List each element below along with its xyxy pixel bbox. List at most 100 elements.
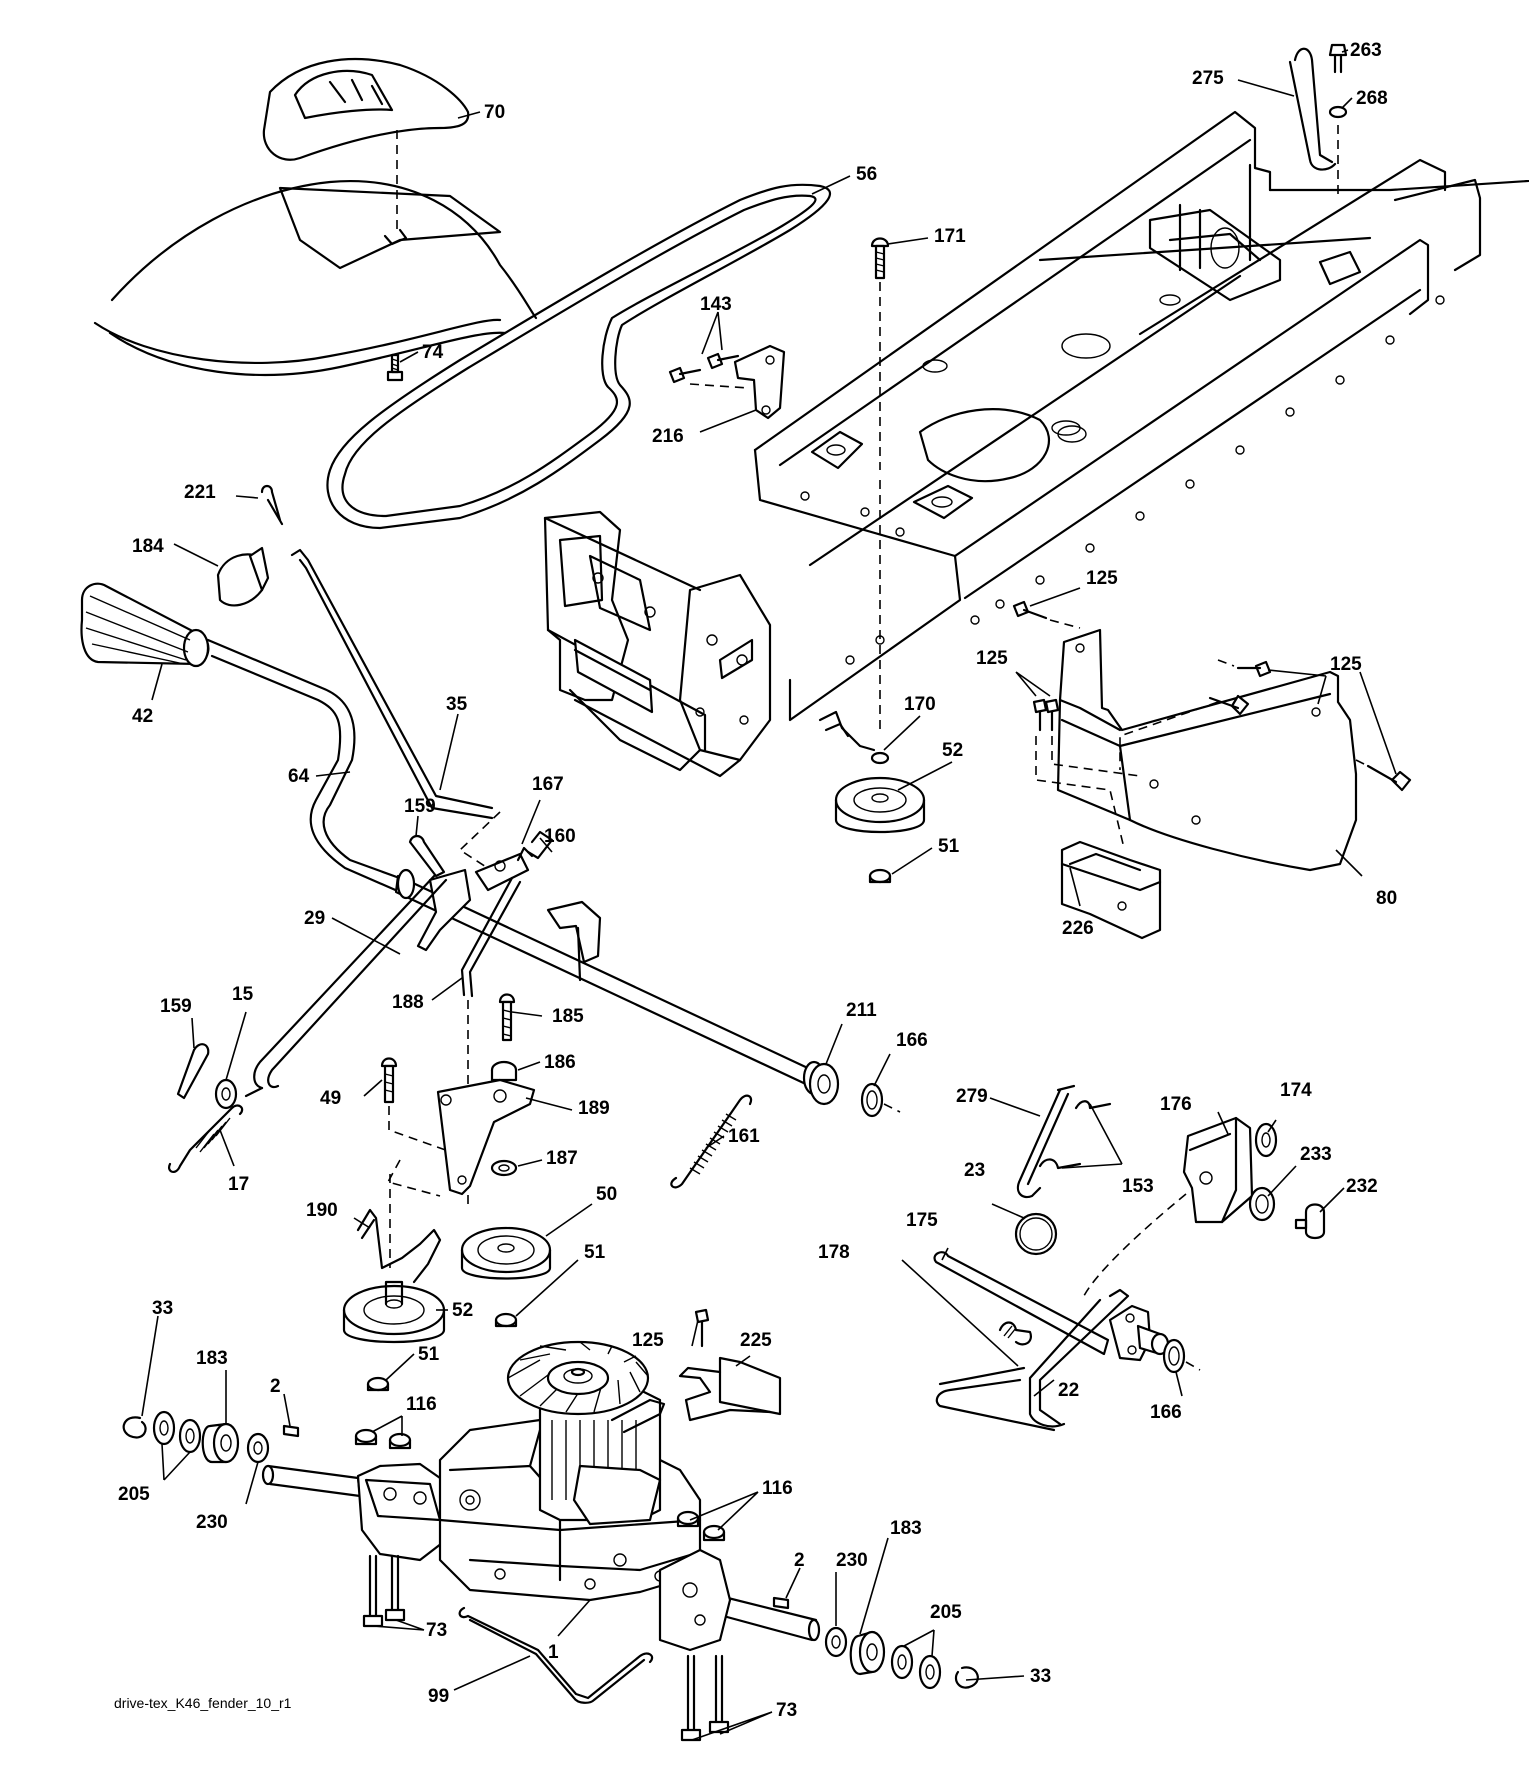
callout-275: 275: [1192, 68, 1224, 89]
callout-70: 70: [484, 102, 505, 123]
pedal-shaft-assembly: [933, 1251, 1201, 1432]
callout-233: 233: [1300, 1144, 1332, 1165]
callout-187: 187: [546, 1148, 578, 1169]
callout-170: 170: [904, 694, 936, 715]
right-axle-hardware: [772, 1596, 979, 1690]
callout-188: 188: [392, 992, 424, 1013]
callout-116-right: 116: [762, 1478, 793, 1499]
callout-166-upper: 166: [896, 1030, 928, 1051]
callout-99: 99: [428, 1686, 449, 1707]
left-axle-hardware: [122, 1410, 300, 1464]
callout-2-left: 2: [270, 1376, 281, 1397]
callout-33-right: 33: [1030, 1666, 1051, 1687]
callout-64: 64: [288, 766, 310, 787]
callout-185: 185: [552, 1006, 584, 1027]
callout-268: 268: [1356, 88, 1388, 109]
callout-226: 226: [1062, 918, 1094, 939]
callout-183-left: 183: [196, 1348, 228, 1369]
callout-1: 1: [548, 1642, 559, 1663]
callout-15: 15: [232, 984, 254, 1005]
bracket-226: [1060, 840, 1162, 940]
cross-shaft-assembly: [244, 830, 901, 1210]
idler-bracket-189: [380, 993, 536, 1268]
callout-230-right: 230: [836, 1550, 868, 1571]
callout-166-lower: 166: [1150, 1402, 1182, 1423]
diagram-caption: drive-tex_K46_fender_10_r1: [114, 1695, 292, 1711]
callout-116-left: 116: [406, 1394, 437, 1415]
callout-29: 29: [304, 908, 325, 929]
drive-belt-56: [326, 183, 831, 530]
callout-80: 80: [1376, 888, 1397, 909]
bracket-189: [436, 1078, 536, 1196]
bolts-73: [362, 1554, 730, 1742]
callout-22: 22: [1058, 1380, 1079, 1401]
callout-49: 49: [320, 1088, 341, 1109]
callout-17: 17: [228, 1174, 249, 1195]
callout-160: 160: [544, 826, 576, 847]
callout-161: 161: [728, 1126, 760, 1147]
callout-183-right: 183: [890, 1518, 922, 1539]
spring-17-assembly: [168, 1043, 244, 1173]
callout-125-d: 125: [632, 1330, 664, 1351]
callout-74: 74: [422, 342, 444, 363]
callout-52-upper: 52: [942, 740, 963, 761]
cover-80: [1012, 600, 1412, 940]
fender-assembly: [93, 57, 538, 382]
callout-189: 189: [578, 1098, 610, 1119]
callout-167: 167: [532, 774, 564, 795]
callout-175: 175: [906, 1210, 938, 1231]
callout-178: 178: [818, 1242, 850, 1263]
leader-lines: [141, 49, 1397, 1741]
callout-221: 221: [184, 482, 216, 503]
plate-225: [678, 1308, 782, 1422]
screw-74: [386, 353, 404, 382]
callout-73-lower: 73: [776, 1700, 797, 1721]
callout-190: 190: [306, 1200, 338, 1221]
callout-125-c: 125: [1330, 654, 1362, 675]
callout-159-upper: 159: [404, 796, 436, 817]
callout-23: 23: [964, 1160, 985, 1181]
callout-2-right: 2: [794, 1550, 805, 1571]
callout-51-upper: 51: [938, 836, 960, 857]
spring-190: [356, 710, 876, 1284]
callout-125-a: 125: [1086, 568, 1118, 589]
pedal-lever-assembly: [80, 484, 501, 894]
pulley-52-lower: [342, 1280, 446, 1392]
callout-52-lower: 52: [452, 1300, 473, 1321]
callout-51-lower: 51: [418, 1344, 440, 1365]
callout-205-right: 205: [930, 1602, 962, 1623]
bracket-216: [668, 344, 786, 420]
spring-161: [670, 1094, 753, 1189]
callout-50: 50: [596, 1184, 617, 1205]
callout-159-lower: 159: [160, 996, 192, 1017]
callout-211: 211: [846, 1000, 877, 1021]
callout-51-middle: 51: [584, 1242, 606, 1263]
main-frame: [543, 110, 1529, 778]
callout-125-b: 125: [976, 648, 1008, 669]
callout-216: 216: [652, 426, 684, 447]
nuts-116: [354, 1428, 726, 1542]
callout-205-left: 205: [118, 1484, 150, 1505]
callout-42: 42: [132, 706, 153, 727]
callout-174: 174: [1280, 1080, 1312, 1101]
callout-225: 225: [740, 1330, 772, 1351]
rod-275: [1288, 43, 1348, 200]
callout-35: 35: [446, 694, 468, 715]
callout-263: 263: [1350, 40, 1382, 61]
callout-186: 186: [544, 1052, 576, 1073]
rod-99: [458, 1606, 654, 1704]
callout-279: 279: [956, 1086, 988, 1107]
callout-labels: 70 56 74 143 171 216 275 263 268 221 184…: [118, 40, 1397, 1721]
pulley-52-upper: [834, 751, 926, 884]
callout-176: 176: [1160, 1094, 1192, 1115]
brake-linkage: [1014, 1084, 1326, 1301]
callout-230-left: 230: [196, 1512, 228, 1533]
transaxle-1: [261, 1340, 821, 1652]
pulley-50: [460, 1226, 552, 1328]
callout-153: 153: [1122, 1176, 1154, 1197]
callout-73-upper: 73: [426, 1620, 447, 1641]
callout-171: 171: [934, 226, 966, 247]
callout-33-left: 33: [152, 1298, 173, 1319]
callout-232: 232: [1346, 1176, 1378, 1197]
